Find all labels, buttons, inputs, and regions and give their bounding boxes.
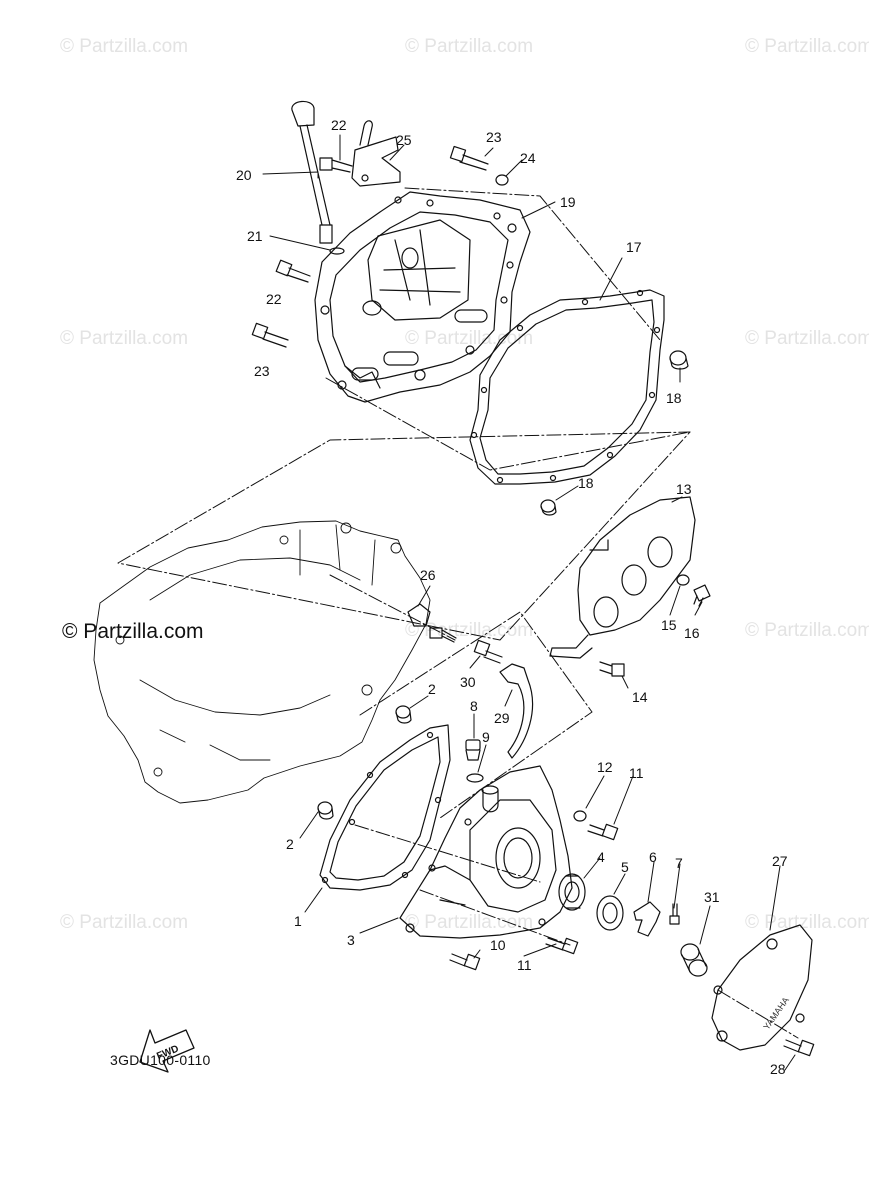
washer-15 xyxy=(676,574,690,586)
callout-23: 23 xyxy=(486,129,502,145)
callout-12: 12 xyxy=(597,759,613,775)
screw-7 xyxy=(669,903,680,925)
dowel-pin-18 xyxy=(540,499,557,516)
callout-16: 16 xyxy=(684,625,700,641)
bolt-16 xyxy=(693,584,711,607)
watermark: © Partzilla.com xyxy=(745,36,869,57)
watermark: © Partzilla.com xyxy=(405,36,534,57)
watermark: © Partzilla.com xyxy=(405,328,534,349)
o-ring xyxy=(329,247,345,255)
crankcase-outline xyxy=(93,520,431,804)
washer-12 xyxy=(573,810,587,822)
washer-24 xyxy=(495,174,509,186)
callout-31: 31 xyxy=(704,889,720,905)
callout-6: 6 xyxy=(649,849,657,865)
watermark: © Partzilla.com xyxy=(60,912,189,933)
cable-bracket xyxy=(351,120,401,187)
bolt-22-left xyxy=(275,259,311,283)
dowel-pin-2 xyxy=(395,705,412,724)
fwd-arrow xyxy=(139,1029,195,1073)
callout-18: 18 xyxy=(666,390,682,406)
bolt-22-top xyxy=(319,157,353,173)
callout-20: 20 xyxy=(236,167,252,183)
bolt-14 xyxy=(599,661,625,677)
watermark: © Partzilla.com xyxy=(60,36,189,57)
dowel-pin-18 xyxy=(669,350,689,370)
callout-29: 29 xyxy=(494,710,510,726)
watermark: © Partzilla.com xyxy=(745,912,869,933)
watermark: © Partzilla.com xyxy=(60,328,189,349)
callout-4: 4 xyxy=(597,849,605,865)
watermark: © Partzilla.com xyxy=(405,912,534,933)
callout-19: 19 xyxy=(560,194,576,210)
oil-seal-5 xyxy=(596,895,624,931)
leader-lines xyxy=(262,134,796,1071)
callout-23: 23 xyxy=(254,363,270,379)
bolt-28 xyxy=(783,1039,815,1057)
bolt-23-top xyxy=(449,145,489,171)
crankcase-cover-gasket xyxy=(319,724,451,891)
clutch-cover xyxy=(314,191,531,403)
callout-8: 8 xyxy=(470,698,478,714)
callout-22: 22 xyxy=(331,117,347,133)
callout-9: 9 xyxy=(482,729,490,745)
watermark: © Partzilla.com xyxy=(745,620,869,641)
callout-24: 24 xyxy=(520,150,536,166)
clutch-gasket xyxy=(469,289,665,485)
callout-labels: 20 22 25 23 24 19 21 22 23 17 18 18 13 2… xyxy=(236,117,788,1077)
callout-22: 22 xyxy=(266,291,282,307)
alignment-lines xyxy=(117,187,799,1039)
watermark: © Partzilla.com xyxy=(745,328,869,349)
cover-emblem: YAMAHA xyxy=(761,995,791,1031)
callout-10: 10 xyxy=(490,937,506,953)
callout-30: 30 xyxy=(460,674,476,690)
callout-25: 25 xyxy=(396,132,412,148)
callout-15: 15 xyxy=(661,617,677,633)
callout-5: 5 xyxy=(621,859,629,875)
partzilla-watermark: © Partzilla.com xyxy=(62,620,204,643)
callout-21: 21 xyxy=(247,228,263,244)
diagram-code: 3GDU100-0110 xyxy=(110,1052,211,1068)
callout-7: 7 xyxy=(675,855,683,871)
bolt-11-upper xyxy=(587,823,619,841)
plate-29 xyxy=(499,663,534,759)
plug-8 xyxy=(465,739,481,761)
callout-27: 27 xyxy=(772,853,788,869)
sprocket-cover xyxy=(549,496,696,659)
bolt-11-lower xyxy=(545,937,579,955)
callout-26: 26 xyxy=(420,567,436,583)
retainer-plate-6 xyxy=(633,901,661,937)
callout-28: 28 xyxy=(770,1061,786,1077)
callout-17: 17 xyxy=(626,239,642,255)
callout-2: 2 xyxy=(286,836,294,852)
bolt-10 xyxy=(449,953,481,971)
dowel-pin-2 xyxy=(317,801,334,820)
callout-1: 1 xyxy=(294,913,302,929)
watermark: © Partzilla.com xyxy=(405,620,534,641)
bolt-30 xyxy=(473,639,503,664)
callout-18: 18 xyxy=(578,475,594,491)
callout-13: 13 xyxy=(676,481,692,497)
callout-3: 3 xyxy=(347,932,355,948)
bolt-23-left xyxy=(251,322,289,348)
crankcase-cover xyxy=(399,765,573,939)
callout-11: 11 xyxy=(629,765,644,781)
callout-14: 14 xyxy=(632,689,648,705)
callout-11: 11 xyxy=(517,957,532,973)
o-ring-9 xyxy=(466,773,484,783)
bearing-4 xyxy=(558,873,586,911)
callout-2: 2 xyxy=(428,681,436,697)
generator-cover xyxy=(711,924,813,1051)
collar-31 xyxy=(680,943,708,977)
